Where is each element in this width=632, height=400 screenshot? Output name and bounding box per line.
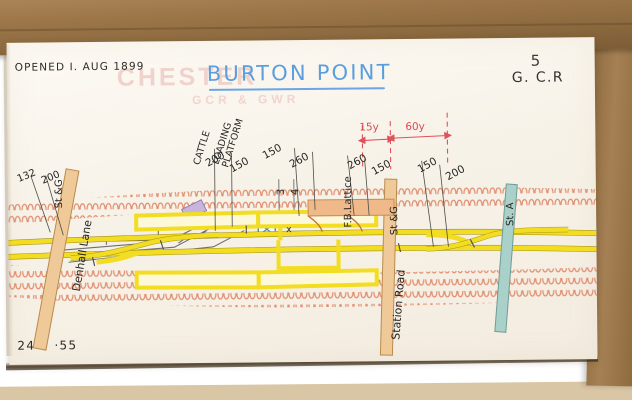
dimension-15y: 15y (359, 121, 379, 134)
station-road-overbridge (379, 178, 398, 356)
point-blades (91, 225, 475, 267)
st-a-overbridge (494, 183, 518, 333)
left-loop-siding (70, 232, 219, 265)
denhall-lane-overbridge (32, 168, 80, 351)
bridge-label-left-st-and-g: St &G (53, 179, 66, 209)
footbridge-label: F.B.Lattice (342, 176, 355, 228)
drawing-sheet: CHESTER GCR & GWR OPENED I. AUG 1899 BUR… (6, 37, 597, 365)
left-loop-outline (70, 232, 219, 261)
track-diagram (8, 112, 597, 356)
dimension-lines (357, 112, 452, 170)
gradient-leader-lines (30, 148, 449, 247)
platform-connectors (276, 226, 341, 271)
down-platform (134, 268, 379, 290)
bridge-label-st-a: St. A (505, 202, 517, 227)
dimension-60y: 60y (405, 120, 425, 134)
fb-lattice-footbridge (307, 198, 395, 233)
bridge-label-right-st-and-g: St &G (389, 206, 401, 236)
siding-number-3: 3 (275, 188, 287, 196)
cross-mark: x (286, 225, 292, 236)
survey-page: CHESTER GCR & GWR OPENED I. AUG 1899 BUR… (6, 37, 598, 365)
cover-left-gap (0, 10, 10, 390)
embankment-upper (8, 186, 597, 225)
siding-number-4: 4 (289, 188, 301, 196)
